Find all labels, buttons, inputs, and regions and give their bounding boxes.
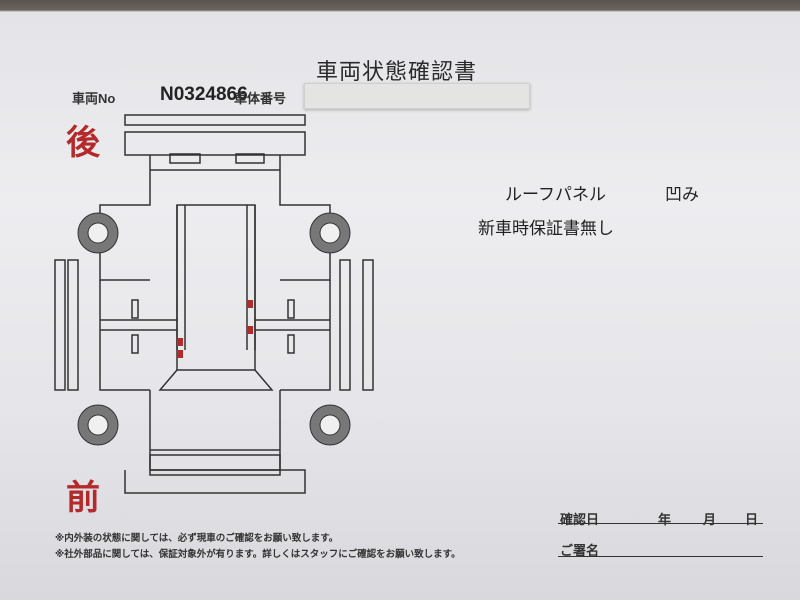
day-label: 日 (745, 512, 759, 527)
footnote-1: ※内外装の状態に関しては、必ず現車のご確認をお願い致します。 (55, 533, 339, 544)
signature-label: ご署名 (560, 543, 600, 558)
note-dent: 凹み (665, 185, 699, 204)
chassis-no-redaction (304, 83, 530, 109)
document-title: 車両状態確認書 (316, 59, 478, 84)
note-roof-panel: ルーフパネル (505, 185, 606, 204)
signature-field: ご署名 (558, 540, 763, 558)
confirm-date-label: 確認日 (560, 512, 600, 527)
month-label: 月 (703, 512, 717, 527)
rear-label: 後 (66, 124, 100, 162)
confirm-date-field: 確認日 年 月 日 (558, 509, 763, 527)
vehicle-no-label: 車両No (72, 91, 116, 106)
front-label: 前 (66, 479, 100, 517)
car-diagram (54, 114, 374, 494)
footnote-2: ※社外部品に関しては、保証対象外が有ります。詳しくはスタッフにご確認をお願い致し… (55, 549, 461, 560)
chassis-no-label: 車体番号 (234, 91, 287, 106)
wheel-icons (77, 212, 351, 446)
year-label: 年 (658, 512, 672, 527)
note-no-warranty: 新車時保証書無し (478, 219, 614, 238)
vehicle-no-value: N0324866 (160, 84, 248, 105)
